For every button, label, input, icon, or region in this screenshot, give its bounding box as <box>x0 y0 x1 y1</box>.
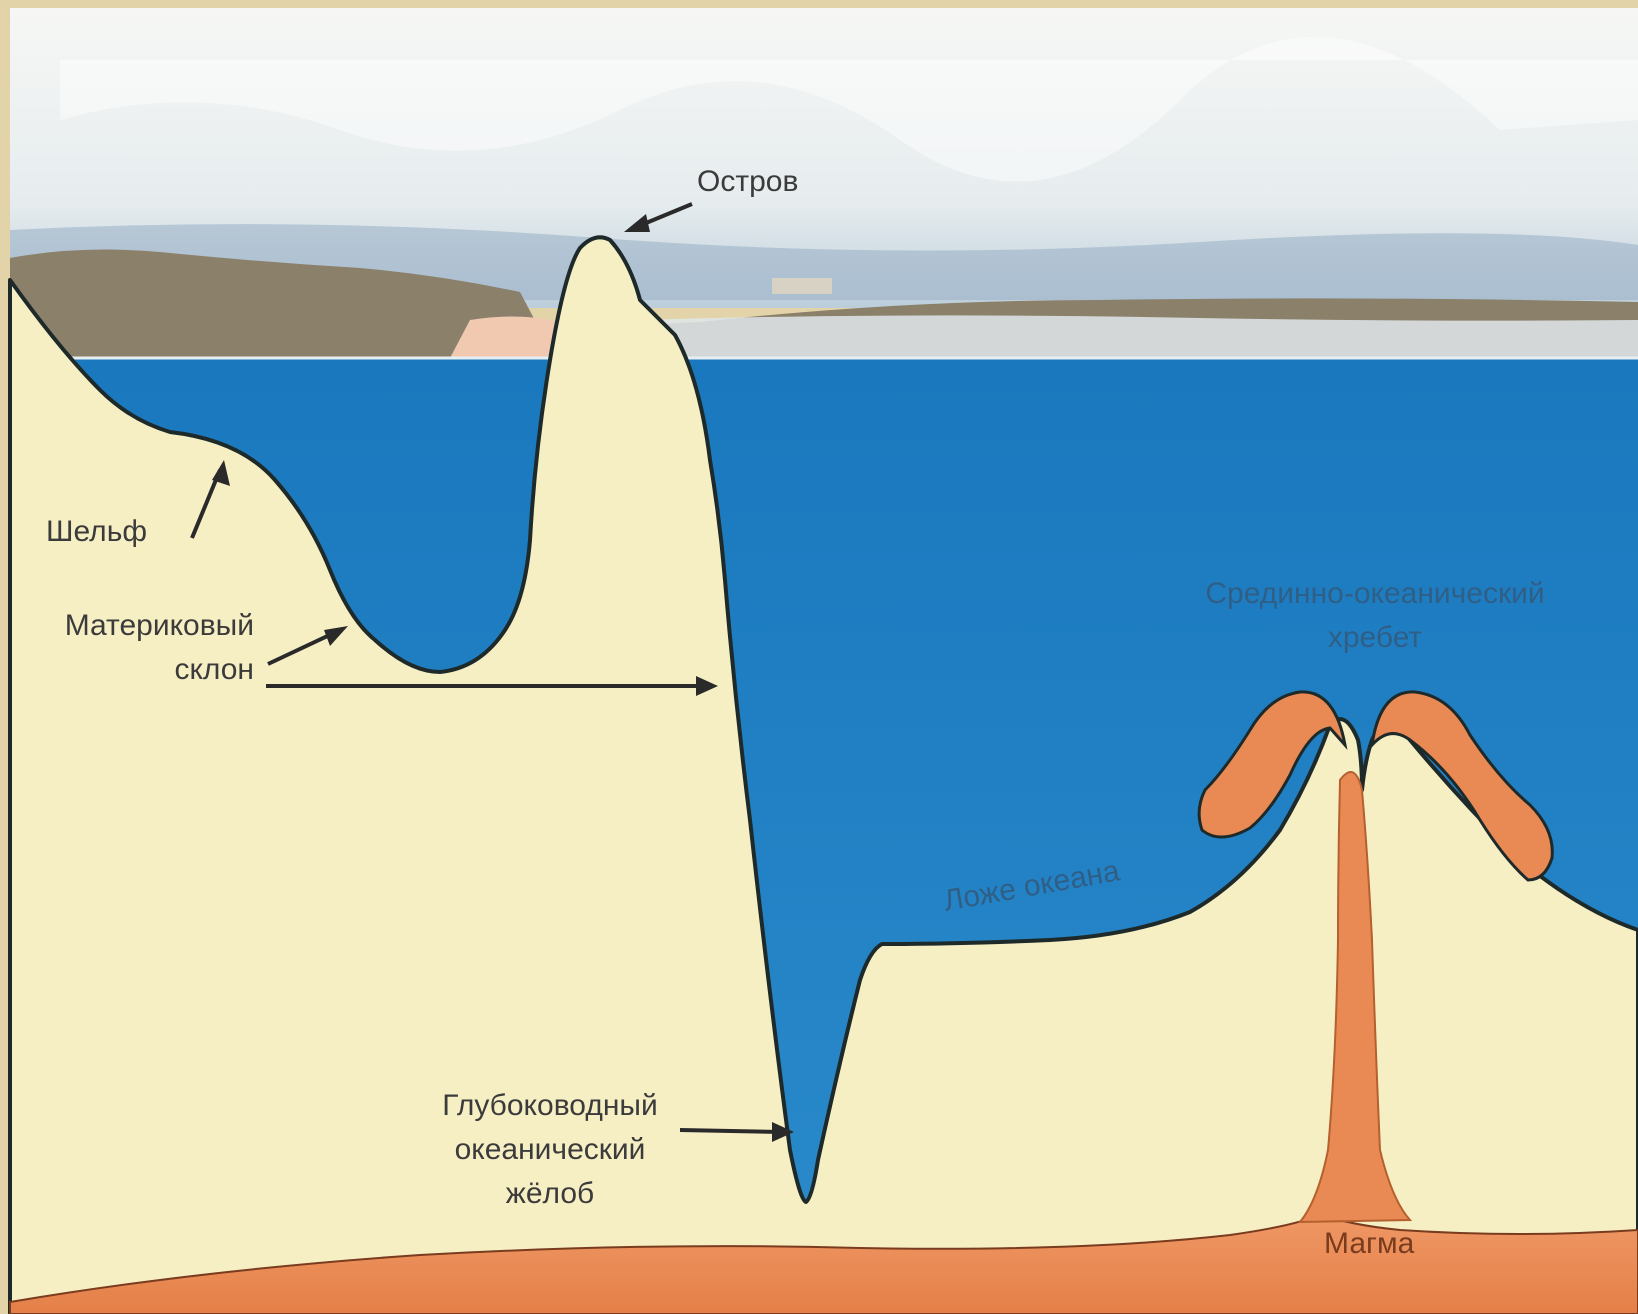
label-island: Остров <box>697 160 798 204</box>
label-trench-line3: жёлоб <box>400 1172 700 1216</box>
distant-surf <box>640 315 1638 358</box>
label-mid-ocean-ridge: Срединно-океанический хребет <box>1150 572 1600 660</box>
label-mid-ocean-ridge-line1: Срединно-океанический <box>1150 572 1600 616</box>
label-mid-ocean-ridge-line2: хребет <box>1150 616 1600 660</box>
label-trench-line2: океанический <box>400 1128 700 1172</box>
label-continental-slope-line2: склон <box>10 648 254 692</box>
label-continental-slope: Материковый склон <box>10 604 254 692</box>
label-continental-slope-line1: Материковый <box>10 604 254 648</box>
label-trench: Глубоководный океанический жёлоб <box>400 1084 700 1216</box>
label-trench-line1: Глубоководный <box>400 1084 700 1128</box>
distant-building <box>772 278 832 294</box>
label-shelf: Шельф <box>46 510 147 554</box>
label-magma: Магма <box>1324 1222 1414 1266</box>
